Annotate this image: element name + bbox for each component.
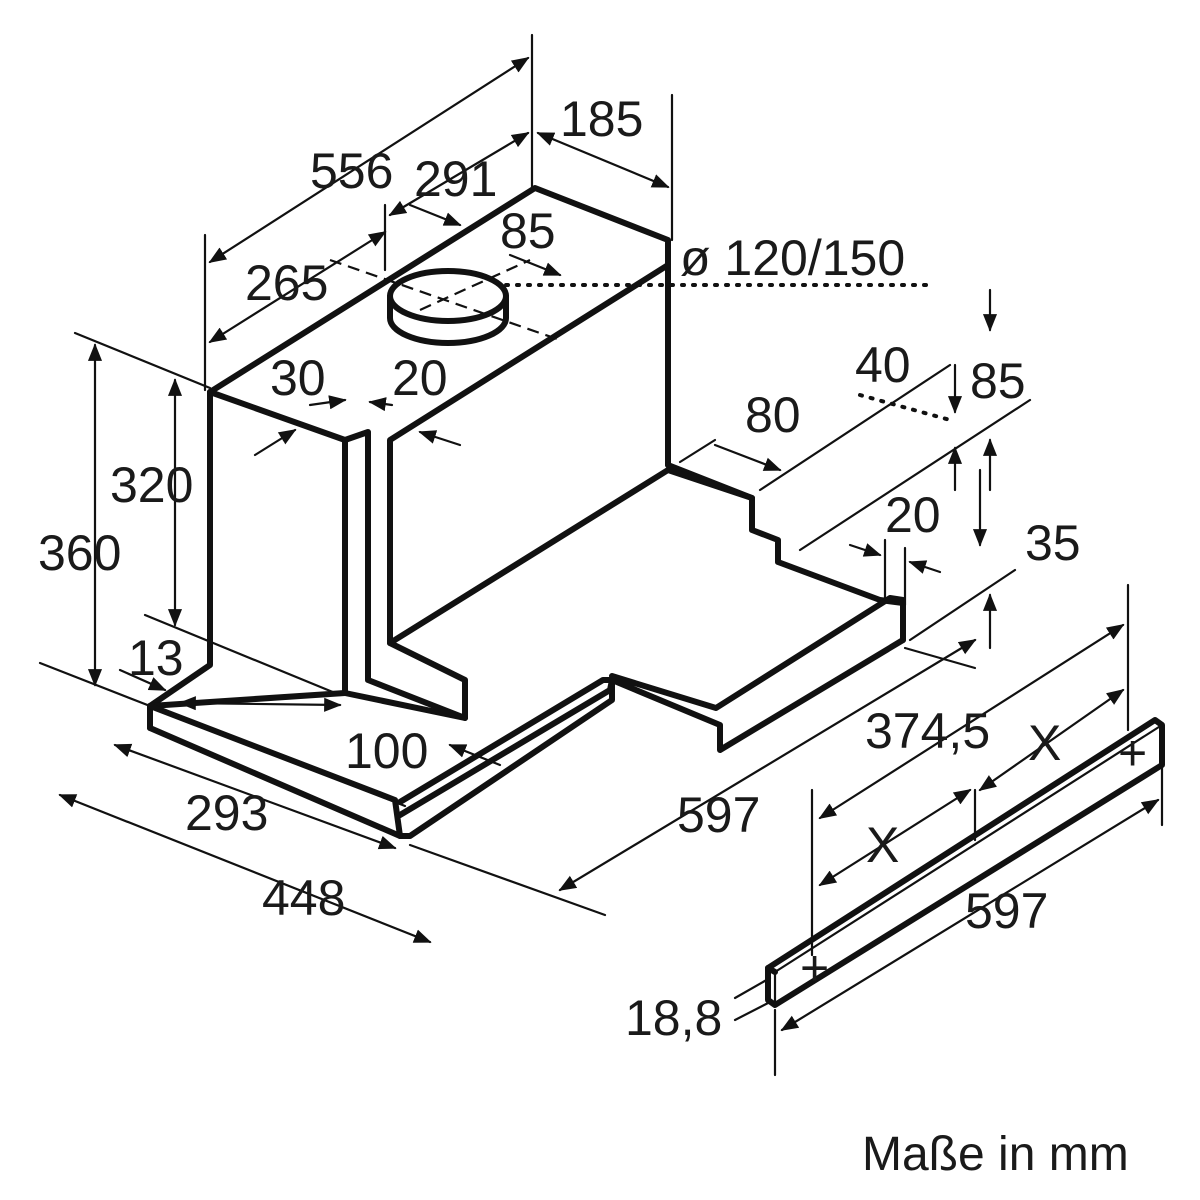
hood-step-profile — [665, 462, 906, 643]
dim-line-85-duct-b — [408, 203, 462, 227]
dim-line-18-8-a — [733, 976, 772, 1000]
dim-line-185 — [536, 131, 670, 189]
dim-13: 13 — [128, 630, 184, 686]
dim-line-556 — [208, 56, 530, 264]
ext-35-right — [908, 568, 1017, 642]
ext-597-hood — [903, 646, 977, 670]
ext-80-right — [758, 363, 952, 492]
dim-line-x-upper — [978, 688, 1125, 792]
dim-line-30 — [308, 395, 347, 410]
dim-line-448 — [58, 793, 432, 944]
dim-line-20-a — [368, 397, 394, 412]
duct-top-ellipse — [387, 268, 509, 324]
dim-line-80 — [713, 443, 782, 472]
ext-448-right — [408, 843, 607, 917]
dim-18-8: 18,8 — [625, 990, 722, 1046]
unit-note: Maße in mm — [862, 1128, 1129, 1181]
dim-line-85-duct — [508, 253, 562, 277]
dim-line-374-5 — [818, 623, 1125, 820]
dim-line-30-b — [253, 428, 297, 457]
dim-line-100 — [178, 696, 342, 712]
dim-line-20-b — [418, 430, 462, 447]
dim-30: 30 — [270, 350, 326, 406]
dim-320: 320 — [110, 457, 193, 513]
dim-line-265 — [208, 230, 387, 344]
dim-line-13 — [118, 668, 167, 692]
dim-85-duct: 85 — [500, 203, 556, 259]
dim-597-hood: 597 — [677, 787, 760, 843]
dim-line-20-horiz — [848, 543, 882, 557]
dim-293: 293 — [185, 785, 268, 841]
dimension-lines — [38, 33, 1032, 944]
dim-35: 35 — [1025, 515, 1081, 571]
dim-20-right: 20 — [885, 487, 941, 543]
dim-40: 40 — [855, 337, 911, 393]
dim-x-lower: X — [866, 817, 899, 873]
dim-374-5: 374,5 — [865, 703, 990, 759]
dim-line-80-b — [678, 438, 717, 464]
dim-x-upper: X — [1028, 715, 1061, 771]
dim-185: 185 — [560, 91, 643, 147]
dim-360: 360 — [38, 525, 121, 581]
dim-line-35-horiz — [908, 560, 942, 574]
slide-drawer — [609, 595, 906, 753]
dim-duct-diameter: ø 120/150 — [680, 230, 905, 286]
dimension-labels: 556 291 265 185 85 ø 120/150 30 20 360 3… — [38, 91, 1129, 1181]
ext-360-top — [73, 331, 212, 390]
panel-mark-right: + — [1118, 725, 1147, 781]
chimney-inner — [342, 429, 468, 721]
chimney-base — [387, 467, 755, 646]
ext-85-right — [798, 398, 1032, 552]
dim-100: 100 — [345, 723, 428, 779]
panel-mark-left: + — [800, 940, 829, 996]
panel-front-edge — [765, 965, 778, 975]
dim-597-panel: 597 — [965, 883, 1048, 939]
front-strip — [397, 677, 615, 818]
dim-line-291 — [388, 131, 530, 217]
dim-20-chimney: 20 — [392, 350, 448, 406]
dim-80: 80 — [745, 387, 801, 443]
dim-line-597-panel — [780, 798, 1160, 1032]
dim-85-right: 85 — [970, 353, 1026, 409]
dim-556: 556 — [310, 143, 393, 199]
dim-448: 448 — [262, 870, 345, 926]
dim-265: 265 — [245, 255, 328, 311]
ext-320-bottom — [143, 613, 342, 697]
duct-centerline-2 — [419, 258, 531, 312]
dim-line-40-dotted — [858, 393, 952, 422]
chimney-box — [207, 262, 671, 721]
dim-line-18-8-b — [733, 1000, 772, 1022]
dim-291: 291 — [414, 151, 497, 207]
duct-cylinder — [387, 293, 509, 346]
front-panel: + + — [733, 583, 1165, 1077]
hood-top-edge — [207, 185, 671, 468]
dim-line-100-b — [448, 743, 502, 767]
